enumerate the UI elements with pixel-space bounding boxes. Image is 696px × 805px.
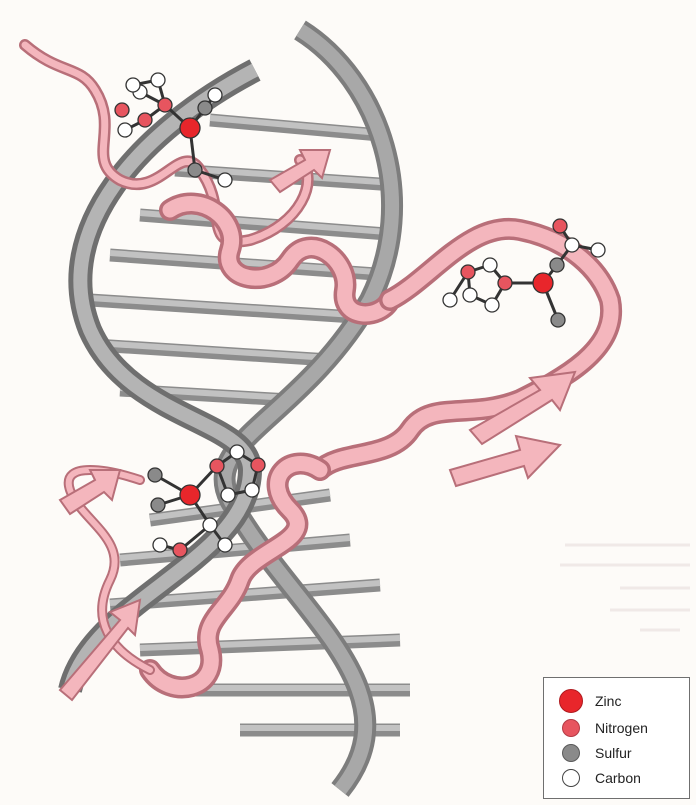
- carbon-atom: [483, 258, 497, 272]
- sulfur-atom: [551, 313, 565, 327]
- carbon-atom: [463, 288, 477, 302]
- carbon-atom: [218, 173, 232, 187]
- nitrogen-atom: [210, 459, 224, 473]
- sulfur-atom: [550, 258, 564, 272]
- nitrogen-atom: [553, 219, 567, 233]
- sulfur-swatch-icon: [562, 744, 580, 762]
- zinc-atom: [180, 485, 200, 505]
- background-ghost-marks: [560, 545, 690, 630]
- sulfur-atom: [148, 468, 162, 482]
- legend-item-carbon: Carbon: [544, 766, 689, 790]
- nitrogen-atom: [138, 113, 152, 127]
- dna-backbone: [70, 30, 392, 790]
- carbon-atom: [151, 73, 165, 87]
- legend-label: Zinc: [595, 693, 621, 709]
- nitrogen-swatch-icon: [562, 719, 580, 737]
- sulfur-atom: [188, 163, 202, 177]
- nitrogen-atom: [158, 98, 172, 112]
- dna-strand-back-edge: [225, 30, 393, 790]
- legend-label: Nitrogen: [595, 720, 648, 736]
- dna-strand-back: [225, 30, 393, 790]
- carbon-atom: [118, 123, 132, 137]
- beta-strand-arrow-2: [450, 436, 560, 486]
- carbon-atom: [208, 88, 222, 102]
- nitrogen-atom: [461, 265, 475, 279]
- carbon-atom: [218, 538, 232, 552]
- zinc-swatch-icon: [559, 689, 583, 713]
- carbon-atom: [565, 238, 579, 252]
- legend-label: Carbon: [595, 770, 641, 786]
- sulfur-atom: [151, 498, 165, 512]
- carbon-atom: [153, 538, 167, 552]
- atom-legend: Zinc Nitrogen Sulfur Carbon: [543, 677, 690, 799]
- nitrogen-atom: [173, 543, 187, 557]
- carbon-atom: [591, 243, 605, 257]
- carbon-atom: [485, 298, 499, 312]
- legend-item-sulfur: Sulfur: [544, 741, 689, 765]
- zinc-atom: [180, 118, 200, 138]
- legend-item-nitrogen: Nitrogen: [544, 716, 689, 740]
- nitrogen-atom: [115, 103, 129, 117]
- carbon-atom: [443, 293, 457, 307]
- carbon-atom: [230, 445, 244, 459]
- legend-label: Sulfur: [595, 745, 632, 761]
- carbon-atom: [245, 483, 259, 497]
- nitrogen-atom: [498, 276, 512, 290]
- legend-item-zinc: Zinc: [544, 689, 689, 713]
- carbon-atom: [203, 518, 217, 532]
- zinc-atom: [533, 273, 553, 293]
- carbon-swatch-icon: [562, 769, 580, 787]
- carbon-atom: [221, 488, 235, 502]
- nitrogen-atom: [251, 458, 265, 472]
- carbon-atom: [126, 78, 140, 92]
- sulfur-atom: [198, 101, 212, 115]
